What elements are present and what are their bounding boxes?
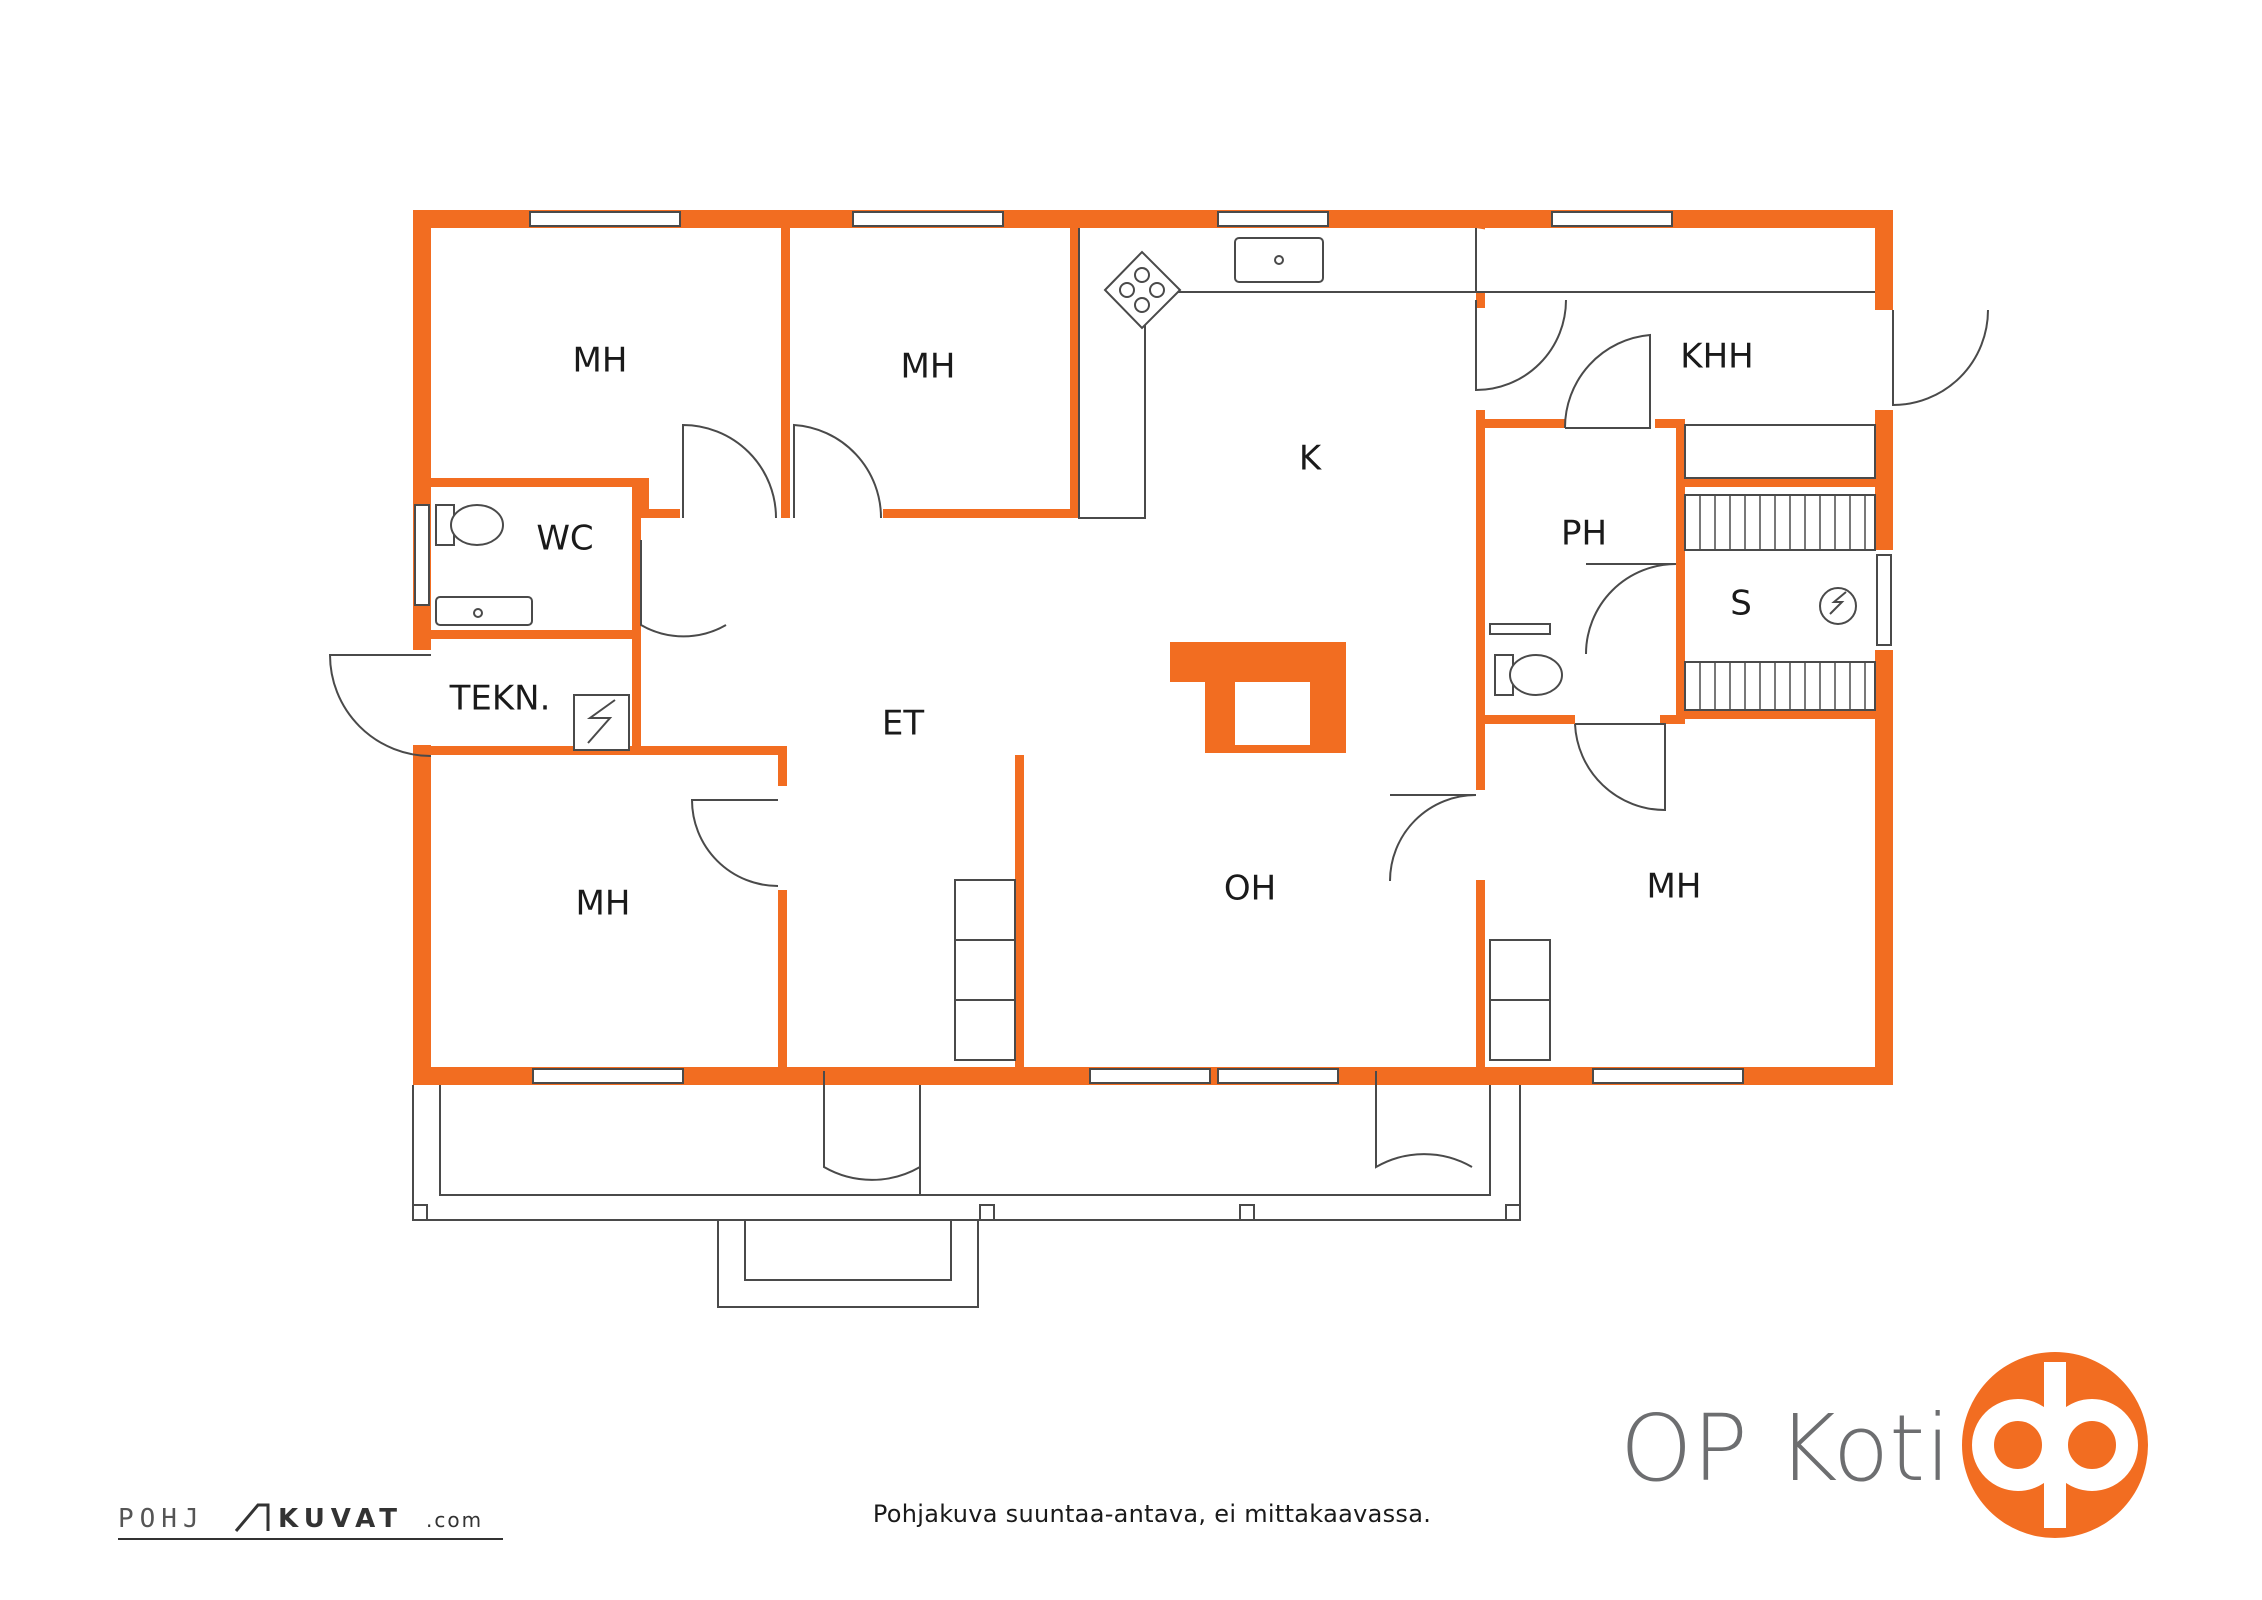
room-label-et: ET (882, 704, 924, 744)
room-label-mh2: MH (901, 347, 956, 387)
pk-logo-suffix: .com (426, 1508, 483, 1532)
door-swings (328, 299, 1989, 1181)
room-label-mh3: MH (576, 884, 631, 924)
room-label-ph: PH (1561, 514, 1607, 554)
disclaimer-text: Pohjakuva suuntaa-antava, ei mittakaavas… (872, 1500, 1432, 1528)
op-koti-brand: OP Koti (1620, 1352, 2148, 1538)
fireplace (1170, 642, 1346, 753)
pohjakuvat-logo: POHJ KUVAT .com (118, 1503, 503, 1540)
room-label-wc: WC (536, 519, 593, 559)
room-label-s: S (1730, 584, 1752, 624)
interior-walls (431, 228, 1876, 1067)
terrace (412, 1085, 1521, 1308)
windows (414, 211, 1892, 1084)
room-label-oh: OH (1224, 869, 1276, 909)
pk-logo-left: POHJ (118, 1504, 205, 1534)
brand-name: OP Koti (1620, 1395, 1951, 1502)
room-label-k: K (1299, 439, 1323, 479)
room-label-mh4: MH (1647, 867, 1702, 907)
room-labels: MH MH WC TEKN. ET MH K OH KHH PH S MH (449, 337, 1754, 924)
room-label-mh1: MH (573, 341, 628, 381)
op-logo-icon (1962, 1352, 2148, 1538)
pk-logo-right: KUVAT (278, 1504, 403, 1534)
room-label-khh: KHH (1680, 337, 1753, 377)
fixtures (435, 228, 1876, 1061)
room-label-tekn: TEKN. (449, 679, 551, 719)
